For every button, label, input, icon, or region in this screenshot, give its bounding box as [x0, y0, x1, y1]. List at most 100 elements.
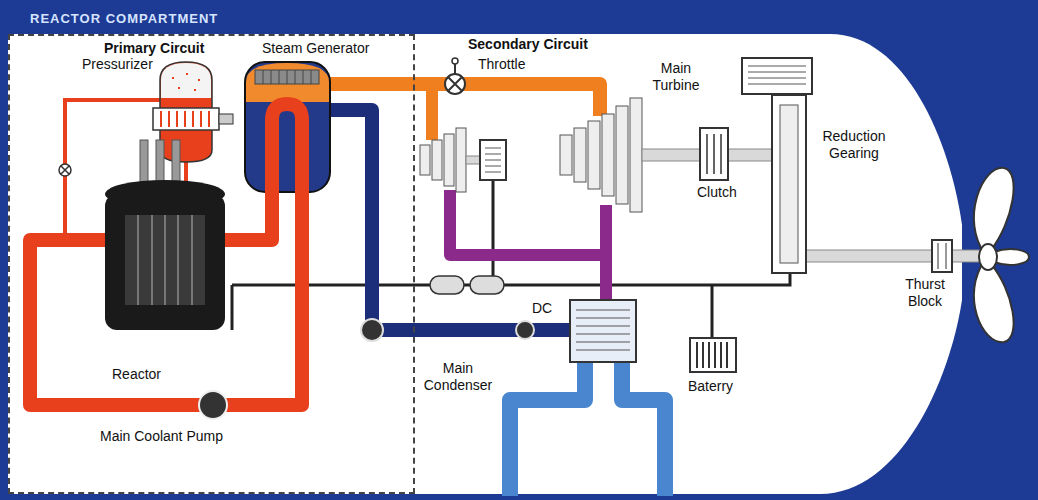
reduction-gear-detail — [780, 105, 798, 263]
fuel-elements — [138, 215, 192, 305]
thrust-block-symbol — [932, 240, 952, 272]
clutch-detail — [707, 134, 721, 174]
generator-symbol — [480, 140, 506, 180]
label-holder: Throttle — [478, 56, 525, 73]
steam-pipe — [330, 84, 600, 116]
condenser-symbol — [570, 300, 636, 362]
pressurizer-detail — [172, 74, 200, 90]
control-panel-symbol — [742, 58, 812, 94]
heater-connector — [219, 114, 233, 124]
exhaust-pipe — [450, 190, 606, 255]
label-holder: Main Condenser — [420, 360, 496, 394]
clutch-symbol — [700, 128, 728, 180]
reactor-vessel — [105, 194, 225, 330]
label-holder: Pressurizer — [82, 56, 153, 73]
control-panel-detail — [748, 66, 806, 84]
throttle-valve — [448, 77, 462, 91]
surge-line — [184, 162, 188, 182]
component-label: Clutch — [697, 184, 737, 201]
turbine-blade — [560, 135, 572, 175]
turbine-blade — [456, 128, 466, 192]
dc-pump-symbol — [516, 321, 534, 339]
label-holder: Baterry — [688, 378, 733, 395]
component-label: Reduction Gearing — [814, 128, 894, 162]
label-holder: Thurst Block — [893, 276, 957, 310]
label-holder: DC — [532, 300, 552, 317]
component-label: Main Condenser — [420, 360, 496, 394]
feed-pump-symbol — [361, 319, 383, 341]
thrust-block-detail — [938, 243, 939, 269]
electric-line — [711, 285, 714, 338]
propeller-blade — [994, 249, 1029, 265]
throttle-valve — [445, 74, 465, 94]
label-holder: Clutch — [697, 184, 737, 201]
label-holder: Primary Circuit — [104, 40, 204, 57]
component-label: Main Turbine — [645, 60, 707, 94]
electric-line — [231, 285, 234, 330]
propeller-hub — [979, 244, 997, 270]
sea-water-pipe — [510, 362, 585, 496]
label-holder: Main Turbine — [645, 60, 707, 94]
turbine-blade — [574, 128, 586, 182]
circuit-heading: Primary Circuit — [104, 40, 204, 57]
propeller-blade — [974, 260, 1014, 342]
component-label: Thurst Block — [893, 276, 957, 310]
turbine-blade — [432, 140, 442, 180]
steam-pipe — [426, 84, 438, 140]
generator-shaft — [466, 156, 480, 164]
component-label: Main Coolant Pump — [100, 428, 223, 445]
component-label: Pressurizer — [82, 56, 153, 73]
heater-symbol — [153, 108, 219, 130]
valve-symbol — [59, 164, 71, 176]
circuit-heading: Secondary Circuit — [468, 36, 588, 53]
label-holder: Reactor — [112, 366, 161, 383]
compartment-region: REACTOR COMPARTMENT — [8, 34, 415, 494]
reactor-core — [125, 215, 205, 305]
condenser-tubes — [576, 310, 630, 350]
label-holder: Steam Generator — [262, 40, 369, 57]
turbine-blade — [420, 145, 430, 175]
electric-line — [232, 273, 790, 285]
steam-generator-vessel — [245, 62, 330, 192]
thrust-block-detail — [946, 243, 947, 269]
label-holder: Reduction Gearing — [814, 128, 894, 162]
compartment-title: REACTOR COMPARTMENT — [30, 11, 218, 27]
battery-cells — [697, 342, 727, 368]
steam-separator — [255, 70, 319, 84]
turbine-shaft — [642, 149, 700, 161]
turbine-blade — [630, 98, 642, 212]
component-label: Baterry — [688, 378, 733, 395]
motor-symbol — [470, 276, 504, 294]
component-label: Reactor — [112, 366, 161, 383]
valve-symbol — [61, 166, 69, 174]
label-holder: Main Coolant Pump — [100, 428, 223, 445]
throttle-handle — [452, 58, 458, 64]
turbine-blade — [616, 106, 628, 204]
steam-separator-detail — [263, 70, 311, 84]
turbine-blade — [602, 114, 614, 196]
electric-line — [492, 180, 495, 285]
hull — [8, 34, 962, 494]
reduction-gear-symbol — [772, 95, 806, 273]
component-label: DC — [532, 300, 552, 317]
exhaust-pipe — [600, 205, 612, 300]
turbine-blade — [588, 121, 600, 189]
heater-detail — [161, 111, 209, 127]
propeller-blade — [974, 168, 1014, 254]
coolant-pump-symbol — [199, 391, 227, 419]
pressurizer-steam-space — [161, 63, 211, 98]
component-label: Steam Generator — [262, 40, 369, 57]
label-holder: Secondary Circuit — [468, 36, 588, 53]
generator-detail — [485, 148, 501, 172]
motor-symbol — [430, 276, 464, 294]
component-label: Throttle — [478, 56, 525, 73]
propeller-shaft — [805, 250, 987, 262]
battery-symbol — [690, 338, 736, 372]
turbine-blade — [444, 134, 454, 186]
steam-dome — [246, 63, 329, 102]
sea-water-pipe — [622, 362, 665, 496]
